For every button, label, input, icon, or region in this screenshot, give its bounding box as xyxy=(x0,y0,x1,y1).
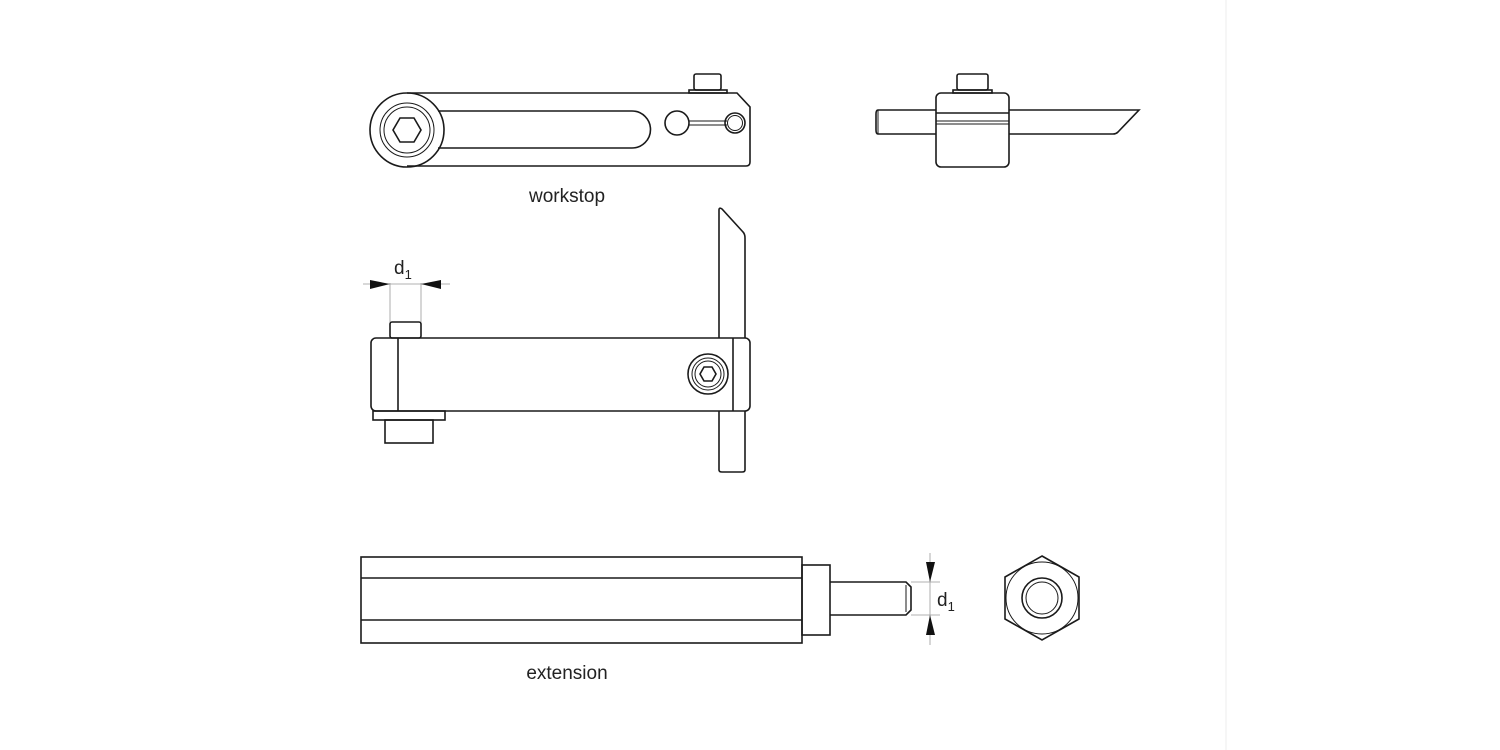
d1-subscript: 1 xyxy=(405,267,412,282)
dimension-d1-extension: d1 xyxy=(911,553,955,645)
slot xyxy=(438,110,652,149)
d1-subscript: 1 xyxy=(948,599,955,614)
extension-side-view xyxy=(360,556,912,644)
svg-text:d1: d1 xyxy=(394,258,412,282)
workstop-front-view xyxy=(370,207,751,473)
d1-label: d xyxy=(937,590,948,611)
d1-label: d xyxy=(394,258,405,279)
workstop-side-view xyxy=(875,73,1141,168)
extension-label: extension xyxy=(526,663,607,684)
hex-socket-icon xyxy=(392,117,422,143)
hex-socket-icon xyxy=(699,366,717,382)
workstop-top-view xyxy=(369,73,751,168)
workstop-label: workstop xyxy=(528,186,605,207)
extension-end-view xyxy=(1004,555,1080,641)
dimension-d1-front: d1 xyxy=(363,258,450,322)
svg-text:d1: d1 xyxy=(937,590,955,614)
